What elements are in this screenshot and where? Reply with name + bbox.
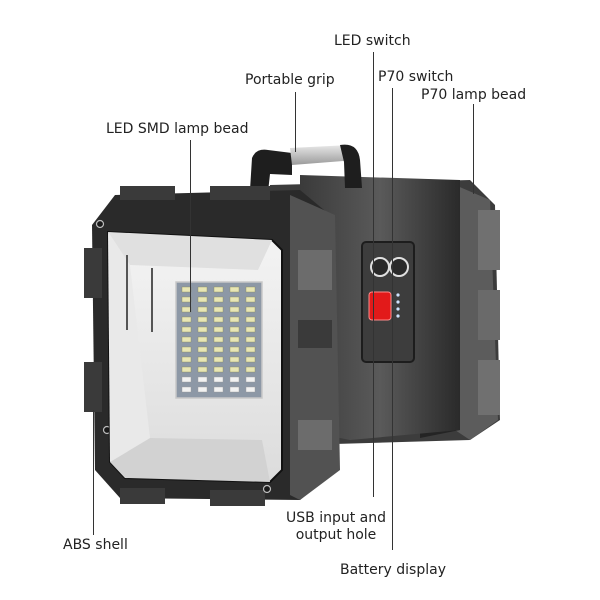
leader-p70-lamp-bead [473,104,475,194]
callout-p70-switch: P70 switch [378,69,454,85]
callout-portable-grip: Portable grip [245,72,335,88]
control-panel [368,257,409,321]
leader-p70-switch [392,88,394,550]
callout-battery-display: Battery display [340,562,446,578]
callout-p70-lamp-bead: P70 lamp bead [421,87,527,103]
leader-portable-grip [295,92,297,152]
led-smd-panel [175,281,263,399]
callout-abs-shell: ABS shell [63,537,128,553]
leader-led-switch [373,52,375,497]
battery-display-icon [368,291,392,321]
leader-abs-shell [93,410,95,535]
leader-led-smd-lamp-bead [190,140,192,312]
callout-usb-port: USB input and output hole [281,510,391,544]
callout-usb-port-line1: USB input and [286,510,386,526]
p70-switch-button-icon [389,257,409,277]
callout-usb-port-line2: output hole [295,527,377,543]
callout-led-switch: LED switch [334,33,411,49]
portable-grip-handle [248,144,362,194]
callout-led-smd-lamp-bead: LED SMD lamp bead [106,121,249,137]
